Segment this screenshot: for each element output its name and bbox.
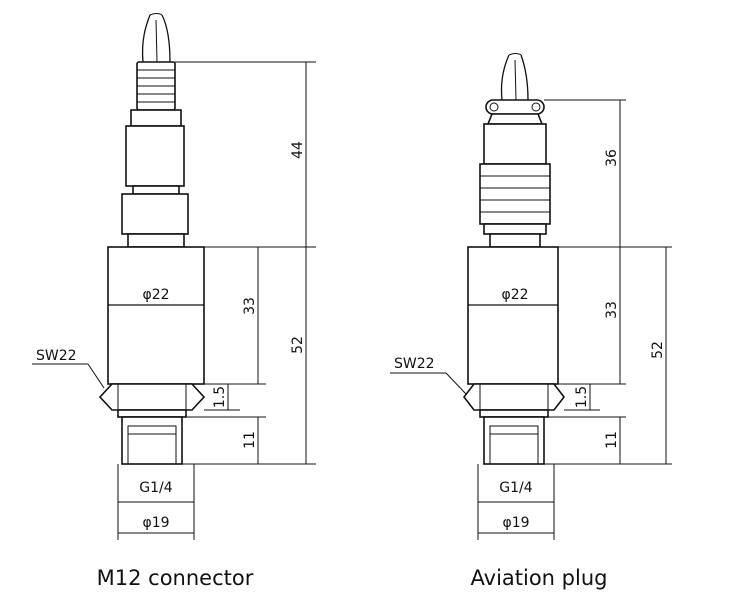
top-height-label: 36: [604, 149, 620, 167]
body-height-label: 33: [242, 297, 258, 315]
connector-sleeve: [125, 125, 185, 187]
flange-height-label: 1.5: [574, 386, 590, 408]
dimension-lines: [390, 99, 672, 540]
hex-nut: [98, 383, 206, 411]
figure-m12-connector: φ22: [32, 13, 316, 590]
clamp-base: [486, 113, 544, 125]
outer-diameter-label: φ19: [142, 515, 169, 531]
cable: [141, 13, 171, 63]
thread-height-label: 11: [242, 431, 258, 449]
plug-neck: [489, 233, 541, 248]
housing-body: [467, 246, 559, 385]
connector-collar: [130, 109, 182, 127]
plug-ring: [483, 223, 547, 235]
thread-fitting: [121, 416, 183, 465]
diameter-label: φ22: [142, 287, 169, 303]
body-height-label: 33: [604, 301, 620, 319]
cable: [500, 53, 529, 101]
connector-ring: [132, 185, 180, 195]
hex-nut: [462, 383, 566, 411]
dimension-lines: [32, 61, 316, 540]
figure-caption: Aviation plug: [471, 566, 608, 590]
figure-caption: M12 connector: [97, 566, 254, 590]
connector-neck: [127, 233, 185, 248]
strain-relief: [136, 61, 176, 111]
thread-label: G1/4: [139, 480, 172, 496]
hex-label: SW22: [36, 348, 77, 364]
flange: [117, 409, 187, 418]
flange: [479, 409, 549, 418]
connector-nut: [121, 193, 189, 235]
outer-diameter-label: φ19: [502, 515, 529, 531]
top-height-label: 44: [290, 141, 306, 159]
thread-height-label: 11: [604, 431, 620, 449]
thread-fitting: [483, 416, 545, 465]
figure-aviation-plug: φ22: [390, 53, 672, 590]
total-height-label: 52: [650, 341, 666, 359]
total-height-label: 52: [290, 336, 306, 354]
thread-label: G1/4: [499, 480, 532, 496]
cable-clamp: [485, 99, 545, 115]
hex-label: SW22: [394, 356, 435, 372]
plug-grip: [479, 163, 551, 225]
diameter-label: φ22: [501, 287, 528, 303]
flange-height-label: 1.5: [212, 386, 228, 408]
plug-shell: [483, 123, 547, 165]
housing-body: [107, 246, 205, 385]
